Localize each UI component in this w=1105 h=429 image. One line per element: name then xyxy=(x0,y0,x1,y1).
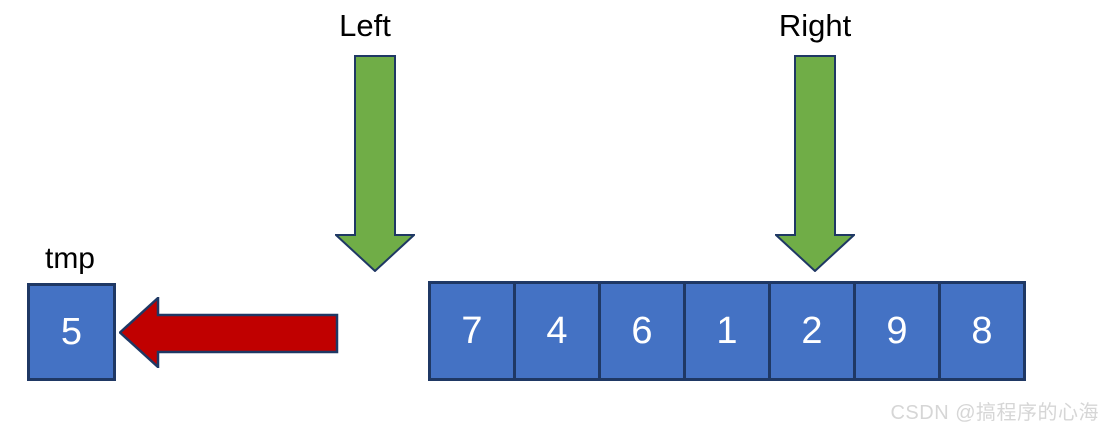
right-pointer-label: Right xyxy=(778,8,852,43)
left-pointer-label: Left xyxy=(339,8,391,43)
watermark: CSDN @搞程序的心海 xyxy=(890,402,1099,424)
array-cell-value: 9 xyxy=(886,309,908,352)
array-cell-value: 8 xyxy=(971,309,993,352)
array-cell: 4 xyxy=(513,281,601,381)
array-cell-value: 2 xyxy=(801,309,823,352)
array-cell: 1 xyxy=(683,281,771,381)
array-cell-value: 1 xyxy=(716,309,738,352)
move-to-tmp-left-arrow-icon xyxy=(119,297,339,368)
array-row: 7 4 6 1 2 9 8 xyxy=(428,281,1026,381)
array-cell-value: 4 xyxy=(546,309,568,352)
array-cell: 2 xyxy=(768,281,856,381)
array-cell-value: 7 xyxy=(461,309,483,352)
array-cell: 6 xyxy=(598,281,686,381)
array-cell: 8 xyxy=(938,281,1026,381)
array-cell: 9 xyxy=(853,281,941,381)
tmp-value: 5 xyxy=(60,310,83,353)
tmp-box: 5 xyxy=(27,283,116,381)
array-cell-value: 6 xyxy=(631,309,653,352)
tmp-label: tmp xyxy=(44,242,95,275)
array-cell: 7 xyxy=(428,281,516,381)
right-pointer-down-arrow-icon xyxy=(775,55,855,272)
left-pointer-down-arrow-icon xyxy=(335,55,415,272)
